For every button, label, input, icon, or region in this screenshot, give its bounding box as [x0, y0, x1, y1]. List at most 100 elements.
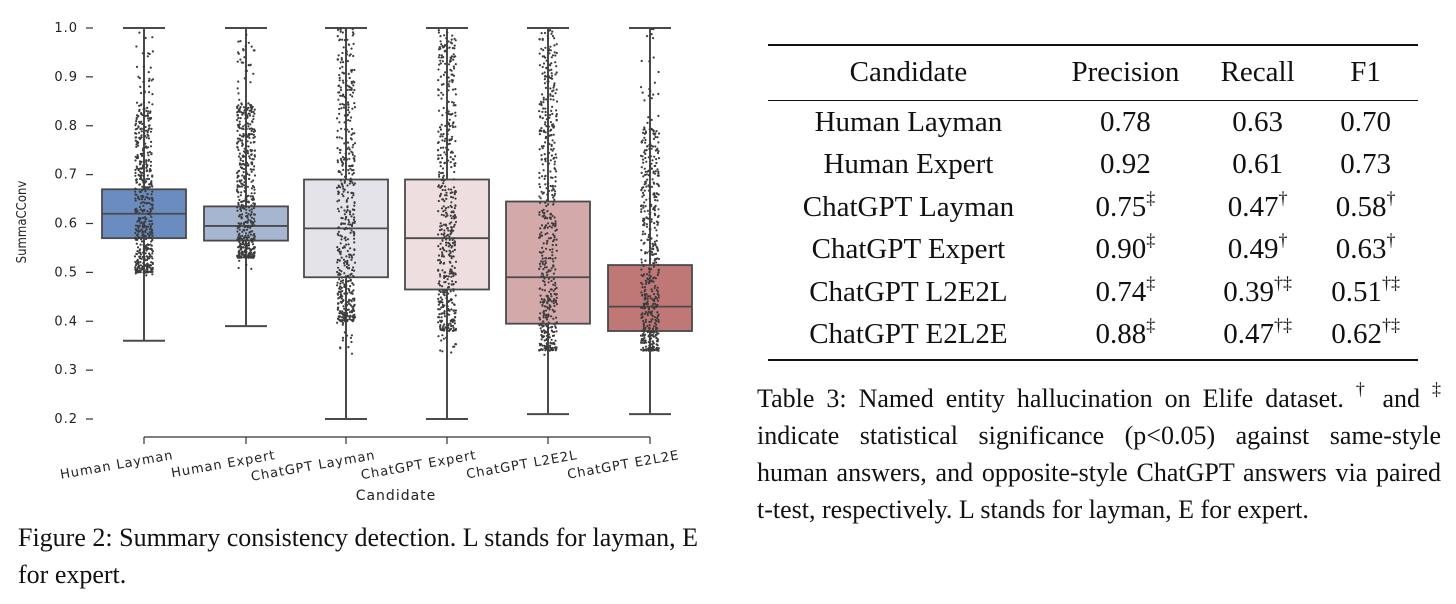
- strip-point: [253, 188, 256, 191]
- strip-point: [242, 134, 245, 137]
- strip-point: [346, 259, 349, 262]
- strip-point: [150, 220, 153, 223]
- strip-point: [135, 120, 138, 123]
- strip-point: [551, 54, 555, 57]
- strip-point: [141, 149, 144, 152]
- cell-f1-value: 0.62: [1331, 318, 1382, 351]
- strip-point: [656, 303, 659, 306]
- strip-point: [151, 268, 154, 271]
- strip-point: [339, 242, 342, 245]
- strip-point: [547, 277, 551, 280]
- strip-point: [648, 324, 651, 327]
- strip-point: [345, 275, 348, 278]
- strip-point: [543, 177, 546, 180]
- strip-point: [449, 68, 452, 71]
- strip-point: [650, 33, 653, 36]
- strip-point: [349, 210, 352, 214]
- strip-point: [236, 225, 239, 228]
- strip-point: [347, 43, 351, 46]
- strip-point: [238, 169, 241, 172]
- strip-point: [347, 106, 350, 109]
- strip-point: [453, 237, 456, 240]
- strip-point: [550, 300, 554, 303]
- strip-point: [440, 228, 443, 231]
- strip-point: [542, 250, 545, 253]
- strip-point: [540, 100, 543, 103]
- strip-point: [338, 248, 341, 251]
- strip-point: [347, 287, 350, 291]
- strip-point: [541, 37, 544, 41]
- strip-point: [552, 272, 556, 275]
- strip-point: [149, 224, 152, 227]
- strip-point: [654, 164, 657, 167]
- strip-point: [350, 254, 353, 257]
- strip-point: [544, 137, 547, 140]
- strip-point: [554, 287, 557, 291]
- strip-point: [548, 134, 551, 137]
- strip-point: [540, 224, 544, 227]
- strip-point: [338, 310, 342, 313]
- strip-point: [338, 278, 341, 281]
- strip-point: [337, 234, 340, 237]
- strip-point: [251, 195, 254, 198]
- strip-point: [444, 189, 447, 192]
- strip-point: [343, 114, 346, 117]
- strip-point: [454, 280, 457, 284]
- strip-point: [149, 130, 152, 133]
- strip-point: [643, 293, 647, 296]
- strip-point: [656, 247, 659, 250]
- strip-point: [253, 140, 256, 144]
- strip-point: [239, 206, 242, 209]
- strip-point: [657, 92, 660, 95]
- strip-point: [653, 81, 657, 84]
- strip-point: [343, 95, 346, 98]
- strip-point: [338, 259, 341, 262]
- strip-point: [342, 81, 345, 84]
- strip-point: [348, 311, 351, 314]
- figure-caption: Figure 2: Summary consistency detection.…: [18, 523, 698, 589]
- strip-point: [441, 171, 444, 174]
- strip-point: [146, 196, 149, 199]
- strip-point: [450, 255, 453, 258]
- strip-point: [643, 151, 646, 154]
- strip-point: [347, 103, 350, 106]
- strip-point: [349, 93, 352, 96]
- strip-point: [655, 297, 659, 300]
- cell-precision-value: 0.88: [1095, 318, 1147, 351]
- strip-point: [148, 253, 152, 256]
- strip-point: [540, 47, 543, 50]
- strip-point: [651, 340, 654, 343]
- strip-point: [541, 110, 544, 113]
- strip-point: [237, 148, 240, 152]
- strip-point: [141, 255, 144, 258]
- strip-point: [344, 239, 347, 242]
- strip-point: [539, 265, 542, 268]
- strip-point: [652, 302, 655, 306]
- header-f1: F1: [1313, 44, 1418, 101]
- strip-point: [139, 85, 142, 88]
- strip-point: [445, 111, 448, 114]
- strip-point: [542, 62, 546, 65]
- strip-point: [450, 38, 453, 41]
- strip-point: [543, 299, 546, 302]
- strip-point: [349, 167, 352, 170]
- strip-point: [553, 198, 556, 201]
- strip-point: [554, 175, 557, 179]
- strip-point: [549, 288, 553, 291]
- strip-point: [447, 285, 450, 289]
- strip-point: [352, 231, 356, 234]
- strip-point: [342, 195, 345, 198]
- strip-point: [656, 192, 659, 195]
- strip-point: [246, 135, 249, 138]
- strip-point: [442, 106, 445, 110]
- strip-point: [134, 190, 137, 193]
- strip-point: [541, 215, 544, 218]
- strip-point: [647, 295, 650, 298]
- strip-point: [545, 204, 548, 208]
- strip-point: [541, 55, 544, 58]
- strip-point: [541, 273, 545, 276]
- strip-point: [437, 297, 440, 300]
- strip-point: [347, 108, 350, 112]
- strip-point: [654, 284, 657, 288]
- strip-point: [149, 182, 152, 185]
